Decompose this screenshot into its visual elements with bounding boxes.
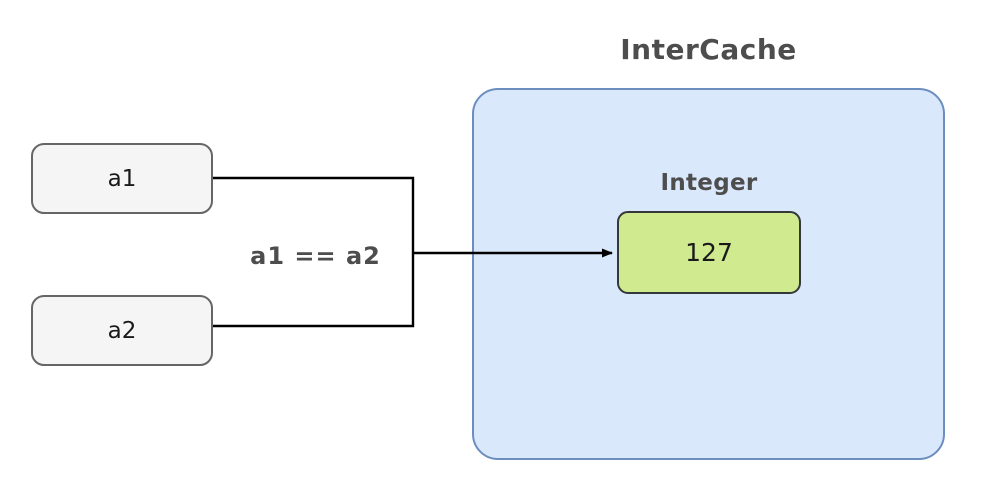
integer-value-box[interactable]: 127 [617,211,801,294]
cache-container-title: InterCache [620,33,797,66]
integer-group-label: Integer [660,170,758,196]
variable-box-a2[interactable]: a2 [31,295,213,366]
variable-box-a1[interactable]: a1 [31,143,213,214]
edge-label-equality: a1 == a2 [250,242,381,270]
